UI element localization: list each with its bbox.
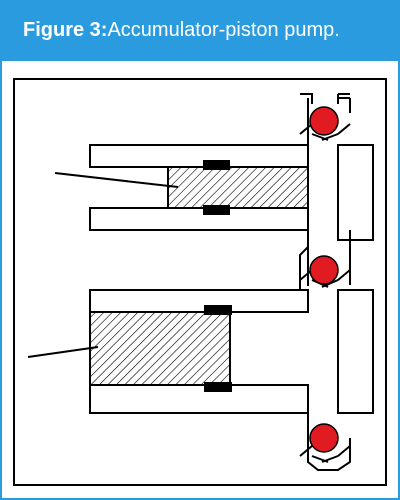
top-cylinder-lower-wall — [89, 207, 309, 231]
bottom-leader-line — [27, 346, 99, 358]
bottom-piston-hatched — [89, 311, 231, 386]
top-seal-upper — [203, 160, 230, 170]
figure-caption: Accumulator-piston pump. — [107, 19, 340, 41]
right-tall-member-bottom — [337, 289, 374, 414]
top-piston-assembly — [54, 144, 309, 231]
middle-check-valve-ball — [309, 255, 339, 285]
flow-column — [299, 93, 374, 471]
bottom-piston-assembly — [27, 289, 309, 414]
top-seal-lower — [203, 205, 230, 215]
upper-check-valve-ball — [309, 106, 339, 136]
lower-valve-seat — [299, 445, 351, 463]
flow-column-mid-taper — [299, 230, 351, 290]
check-valves — [309, 106, 339, 453]
figure-label: Figure 3: — [23, 19, 108, 41]
top-leader-line — [54, 172, 179, 188]
bottom-cylinder-upper-wall — [89, 289, 309, 313]
upper-valve-seat — [299, 123, 351, 141]
bottom-seal-lower — [204, 382, 232, 392]
figure-header: Figure 3: Accumulator-piston pump. — [0, 0, 400, 61]
right-tall-member-top — [337, 144, 374, 241]
top-cylinder-upper-wall — [89, 144, 309, 168]
top-piston-hatched — [167, 166, 309, 209]
bottom-cylinder-lower-wall — [89, 384, 309, 414]
bottom-seal-upper — [204, 305, 232, 315]
lower-check-valve-ball — [309, 423, 339, 453]
middle-valve-seat — [299, 269, 351, 288]
flow-column-top-cap — [300, 93, 350, 104]
